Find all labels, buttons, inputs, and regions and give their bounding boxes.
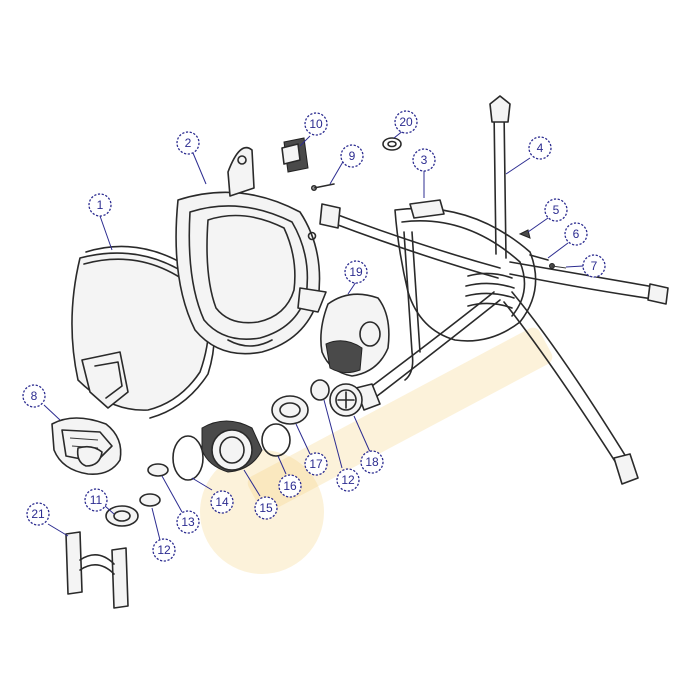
leader-lines: [43, 129, 584, 541]
callout-21: 21: [26, 502, 50, 526]
svg-text:13: 13: [181, 515, 195, 529]
callout-17: 17: [304, 452, 328, 476]
svg-text:9: 9: [349, 149, 356, 163]
svg-text:8: 8: [31, 389, 38, 403]
svg-text:3: 3: [421, 153, 428, 167]
part-ring-17: [271, 395, 309, 425]
part-disc-12a: [139, 493, 161, 507]
part-disc-12b: [310, 379, 330, 401]
svg-text:16: 16: [283, 479, 297, 493]
callout-2: 2: [176, 131, 200, 155]
callout-3: 3: [412, 148, 436, 172]
svg-text:11: 11: [90, 493, 103, 507]
part-pin-6: [529, 254, 549, 261]
part-washer-20: [382, 137, 402, 151]
part-screw-7: [549, 263, 567, 269]
harness-vent-slots: [465, 272, 515, 309]
callout-13: 13: [176, 510, 200, 534]
svg-text:12: 12: [157, 543, 171, 557]
svg-text:19: 19: [349, 265, 363, 279]
svg-text:10: 10: [309, 117, 323, 131]
svg-text:2: 2: [185, 136, 192, 150]
svg-text:7: 7: [591, 259, 598, 273]
callout-16: 16: [278, 474, 302, 498]
callout-14: 14: [210, 490, 234, 514]
part-gasket-16: [261, 423, 291, 457]
svg-text:14: 14: [215, 495, 229, 509]
callout-12b: 12: [336, 468, 360, 492]
svg-text:17: 17: [309, 457, 323, 471]
callout-18: 18: [360, 450, 384, 474]
callout-9: 9: [340, 144, 364, 168]
svg-text:1: 1: [97, 198, 104, 212]
callout-10: 10: [304, 112, 328, 136]
svg-text:12: 12: [341, 473, 355, 487]
part-bracket-21: [65, 531, 129, 609]
part-valve-seat-11: [105, 505, 139, 527]
svg-text:4: 4: [537, 141, 544, 155]
part-buckle-10: [281, 137, 309, 173]
callout-8: 8: [22, 384, 46, 408]
svg-text:5: 5: [553, 203, 560, 217]
part-adapter-18: [329, 383, 363, 417]
callout-19: 19: [344, 260, 368, 284]
svg-text:15: 15: [259, 501, 273, 515]
part-disc-13: [147, 463, 169, 477]
callout-1: 1: [88, 193, 112, 217]
callout-20: 20: [394, 110, 418, 134]
callout-12a: 12: [152, 538, 176, 562]
callout-7: 7: [582, 254, 606, 278]
part-screw-5: [518, 229, 531, 239]
callout-6: 6: [564, 222, 588, 246]
callout-4: 4: [528, 136, 552, 160]
part-pin-9: [310, 183, 335, 192]
part-gasket-14: [172, 435, 204, 481]
callout-15: 15: [254, 496, 278, 520]
part-valve-cover: [51, 417, 122, 476]
svg-text:21: 21: [31, 507, 45, 521]
callout-11: 11: [84, 488, 108, 512]
part-mask-frame: [175, 146, 327, 355]
callout-5: 5: [544, 198, 568, 222]
part-visor-lens: [71, 245, 216, 419]
part-harness-straps: [319, 95, 669, 485]
svg-text:6: 6: [573, 227, 580, 241]
part-inner-mask-19: [320, 293, 390, 377]
part-housing-15: [201, 420, 263, 473]
svg-text:18: 18: [365, 455, 379, 469]
svg-text:20: 20: [399, 115, 413, 129]
